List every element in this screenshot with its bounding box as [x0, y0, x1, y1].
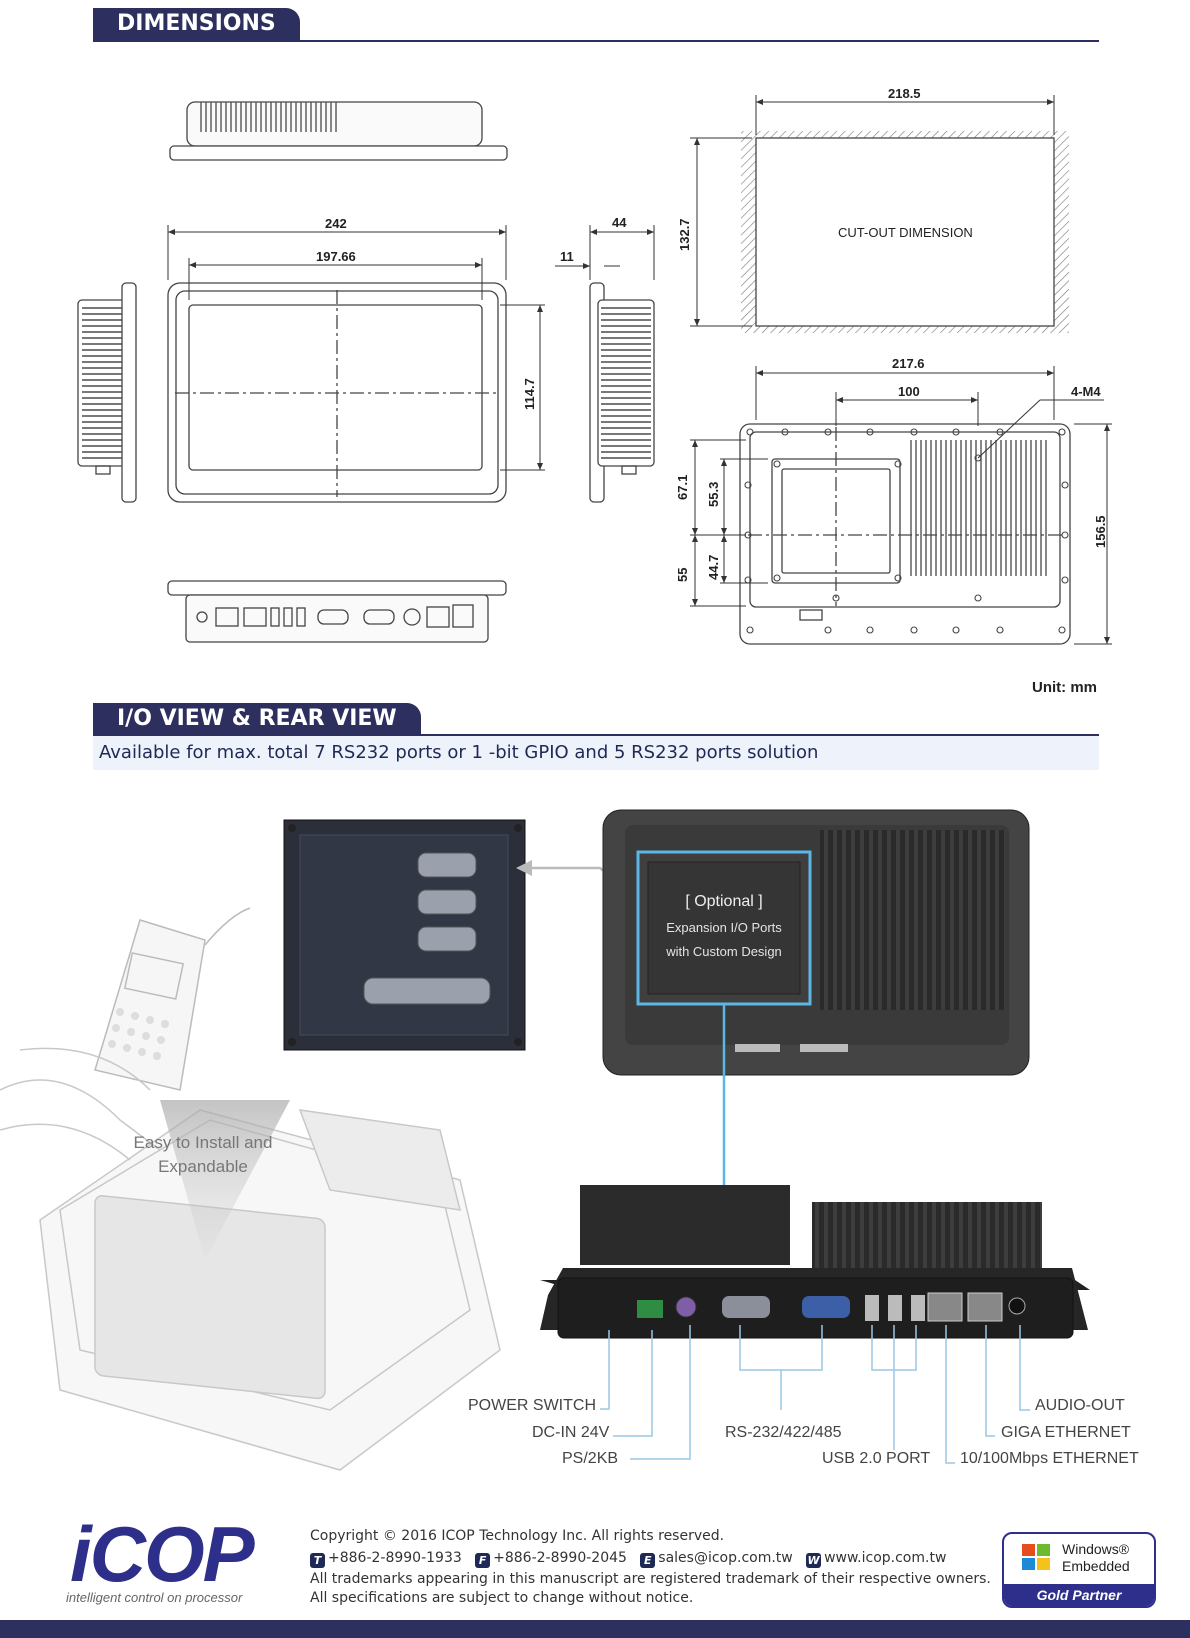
dim-cutout-width: 218.5: [888, 86, 921, 101]
install-line1: Easy to Install and: [133, 1133, 273, 1152]
footer-email[interactable]: sales@icop.com.tw: [658, 1550, 793, 1566]
dim-rear-lower: 55: [675, 567, 690, 582]
dim-width-total: 242: [325, 216, 347, 231]
dim-width-screen: 197.66: [316, 249, 356, 264]
install-line2: Expandable: [158, 1157, 248, 1176]
dim-rear-upper: 67.1: [675, 474, 690, 500]
windows-flag-icon: [1022, 1544, 1050, 1570]
optional-title: [ Optional ]: [685, 893, 763, 910]
windows-embedded-badge: Windows® Embedded Gold Partner: [1002, 1532, 1156, 1608]
unit-label: Unit: mm: [1032, 679, 1097, 696]
dim-rear-upper-inner: 55.3: [706, 481, 721, 507]
dim-depth-front: 11: [560, 249, 574, 264]
badge-windows: Windows®: [1062, 1541, 1130, 1557]
icop-logo: iCOP: [70, 1510, 255, 1598]
callout-rs232: RS-232/422/485: [725, 1424, 842, 1441]
footer-spec-notice: All specifications are subject to change…: [310, 1590, 694, 1606]
footer-fax: +886-2-8990-2045: [493, 1550, 627, 1566]
dimensions-section-title: DIMENSIONS: [93, 8, 300, 40]
dim-cutout-height: 132.7: [677, 218, 692, 251]
footer-trademark: All trademarks appearing in this manuscr…: [310, 1571, 991, 1587]
dim-depth-total: 44: [612, 215, 627, 230]
footer-bar: [0, 1620, 1190, 1638]
badge-embedded: Embedded: [1062, 1558, 1130, 1574]
dim-rear-lower-inner: 44.7: [706, 554, 721, 580]
fax-icon: F: [475, 1553, 491, 1568]
badge-gold-partner: Gold Partner: [1004, 1584, 1154, 1606]
dim-rear-width: 217.6: [892, 356, 925, 371]
io-illustration: [0, 809, 1090, 1471]
callout-dc-in: DC-IN 24V: [532, 1424, 610, 1441]
dimensions-drawing: [77, 95, 1112, 645]
optional-line1: Expansion I/O Ports: [666, 920, 782, 935]
dim-rear-mount-spacing: 100: [898, 384, 920, 399]
cutout-dimension-label: CUT-OUT DIMENSION: [838, 225, 973, 240]
callout-usb: USB 2.0 PORT: [822, 1450, 931, 1467]
footer-web[interactable]: www.icop.com.tw: [824, 1550, 947, 1566]
web-icon: W: [806, 1553, 822, 1568]
callout-ps2: PS/2KB: [562, 1450, 619, 1467]
io-section-rule: [93, 734, 1099, 736]
footer-copyright: Copyright © 2016 ICOP Technology Inc. Al…: [310, 1528, 725, 1544]
callout-giga-ethernet: GIGA ETHERNET: [1001, 1424, 1131, 1441]
dim-height-screen: 114.7: [522, 378, 537, 410]
callout-power-switch: POWER SWITCH: [468, 1397, 596, 1414]
callout-audio: AUDIO-OUT: [1035, 1397, 1125, 1414]
dim-mount-screws: 4-M4: [1071, 384, 1101, 399]
io-section-title: I/O VIEW & REAR VIEW: [93, 703, 421, 735]
callout-10-100-ethernet: 10/100Mbps ETHERNET: [960, 1450, 1139, 1467]
footer-phone: +886-2-8990-1933: [328, 1550, 462, 1566]
optional-line2: with Custom Design: [666, 944, 782, 959]
dimensions-section-rule: [93, 40, 1099, 42]
dim-rear-height: 156.5: [1093, 515, 1108, 548]
icop-tagline: intelligent control on processor: [66, 1590, 243, 1605]
io-subtitle: Available for max. total 7 RS232 ports o…: [93, 736, 1099, 770]
email-icon: E: [640, 1553, 656, 1568]
phone-icon: T: [310, 1553, 325, 1568]
